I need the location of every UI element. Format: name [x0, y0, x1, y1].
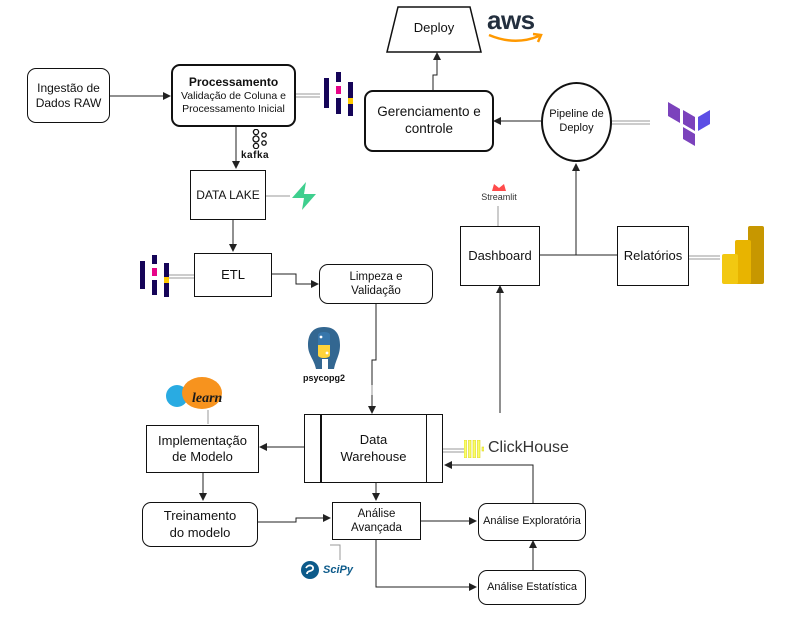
aws-logo: aws [487, 6, 547, 50]
node-relatorios[interactable]: Relatórios [617, 226, 689, 286]
scipy-icon [301, 561, 319, 579]
streamlit-logo: Streamlit [476, 182, 522, 206]
node-deploy-label: Deploy [413, 20, 455, 35]
node-ingestao[interactable]: Ingestão de Dados RAW [27, 68, 110, 123]
node-relatorios-label: Relatórios [623, 247, 683, 263]
clickhouse-logo: ClickHouse [464, 437, 574, 461]
node-implementacao-label: Implementação de Modelo [158, 432, 247, 464]
aws-smile-icon [488, 32, 543, 43]
node-etl-label: ETL [221, 266, 245, 282]
node-data-warehouse-label: Data Warehouse [340, 432, 407, 464]
node-analise-exploratoria-label: Análise Exploratória [483, 515, 581, 528]
node-treinamento-label: Treinamento do modelo [163, 508, 237, 540]
node-deploy[interactable] [386, 6, 482, 54]
kafka-icon [252, 129, 267, 149]
node-analise-exploratoria[interactable]: Análise Exploratória [478, 503, 586, 541]
supabase-icon [292, 182, 316, 210]
node-limpeza[interactable]: Limpeza e Validação [319, 264, 433, 304]
pandas-icon [324, 72, 353, 116]
node-dashboard-label: Dashboard [468, 247, 532, 263]
clickhouse-bars-icon [464, 440, 484, 458]
node-pipeline[interactable]: Pipeline de Deploy [541, 82, 612, 162]
edge-etl-limpeza [272, 273, 319, 288]
psycopg2-logo: psycopg2 [300, 325, 348, 387]
streamlit-crown-icon [492, 184, 506, 191]
edge-exploratoria-dw [444, 461, 534, 503]
sklearn-orange-circle-icon [182, 377, 222, 409]
psycopg2-label: psycopg2 [302, 373, 345, 383]
node-gerenciamento[interactable]: Gerenciamento e controle [364, 90, 494, 152]
node-pipeline-label: Pipeline de Deploy [549, 108, 604, 134]
node-processamento-sub: Validação de Coluna e Processamento Inic… [181, 89, 286, 115]
edge-treinamento-analise [258, 514, 331, 523]
node-data-lake[interactable]: DATA LAKE [190, 170, 266, 220]
scipy-logo: SciPy [300, 560, 364, 582]
node-processamento[interactable]: Processamento Validação de Coluna e Proc… [171, 64, 296, 127]
node-data-lake-label: DATA LAKE [196, 187, 260, 202]
scipy-label: SciPy [323, 564, 353, 576]
psycopg2-elephant-icon [308, 327, 340, 369]
terraform-icon [668, 102, 710, 146]
node-dashboard[interactable]: Dashboard [460, 226, 540, 286]
edge-analise-estatistica [375, 540, 477, 591]
streamlit-label: Streamlit [481, 192, 517, 202]
node-limpeza-label: Limpeza e Validação [349, 270, 403, 297]
node-analise-estatistica-label: Análise Estatística [487, 580, 577, 593]
kafka-label: kafka [241, 150, 270, 161]
node-analise-avancada[interactable]: Análise Avançada [332, 502, 421, 540]
node-data-warehouse[interactable]: Data Warehouse [304, 414, 443, 483]
node-ingestao-label: Ingestão de Dados RAW [35, 80, 102, 110]
edge-limpeza-dw [368, 304, 377, 414]
node-implementacao[interactable]: Implementação de Modelo [146, 425, 259, 473]
pandas-icon-etl [140, 255, 169, 297]
kafka-logo: kafka [241, 129, 277, 165]
sklearn-label: learn [192, 391, 223, 406]
clickhouse-label: ClickHouse [488, 439, 569, 456]
node-processamento-title: Processamento [188, 74, 279, 89]
powerbi-icon [722, 226, 764, 284]
node-analise-avancada-label: Análise Avançada [351, 507, 402, 534]
aws-logo-text: aws [487, 5, 535, 35]
edge-gerenciamento-deploy [432, 52, 441, 90]
node-treinamento[interactable]: Treinamento do modelo [142, 502, 258, 547]
sklearn-logo: learn [166, 377, 236, 413]
node-analise-estatistica[interactable]: Análise Estatística [478, 570, 586, 605]
node-gerenciamento-label: Gerenciamento e controle [377, 104, 481, 136]
node-etl[interactable]: ETL [194, 253, 272, 297]
